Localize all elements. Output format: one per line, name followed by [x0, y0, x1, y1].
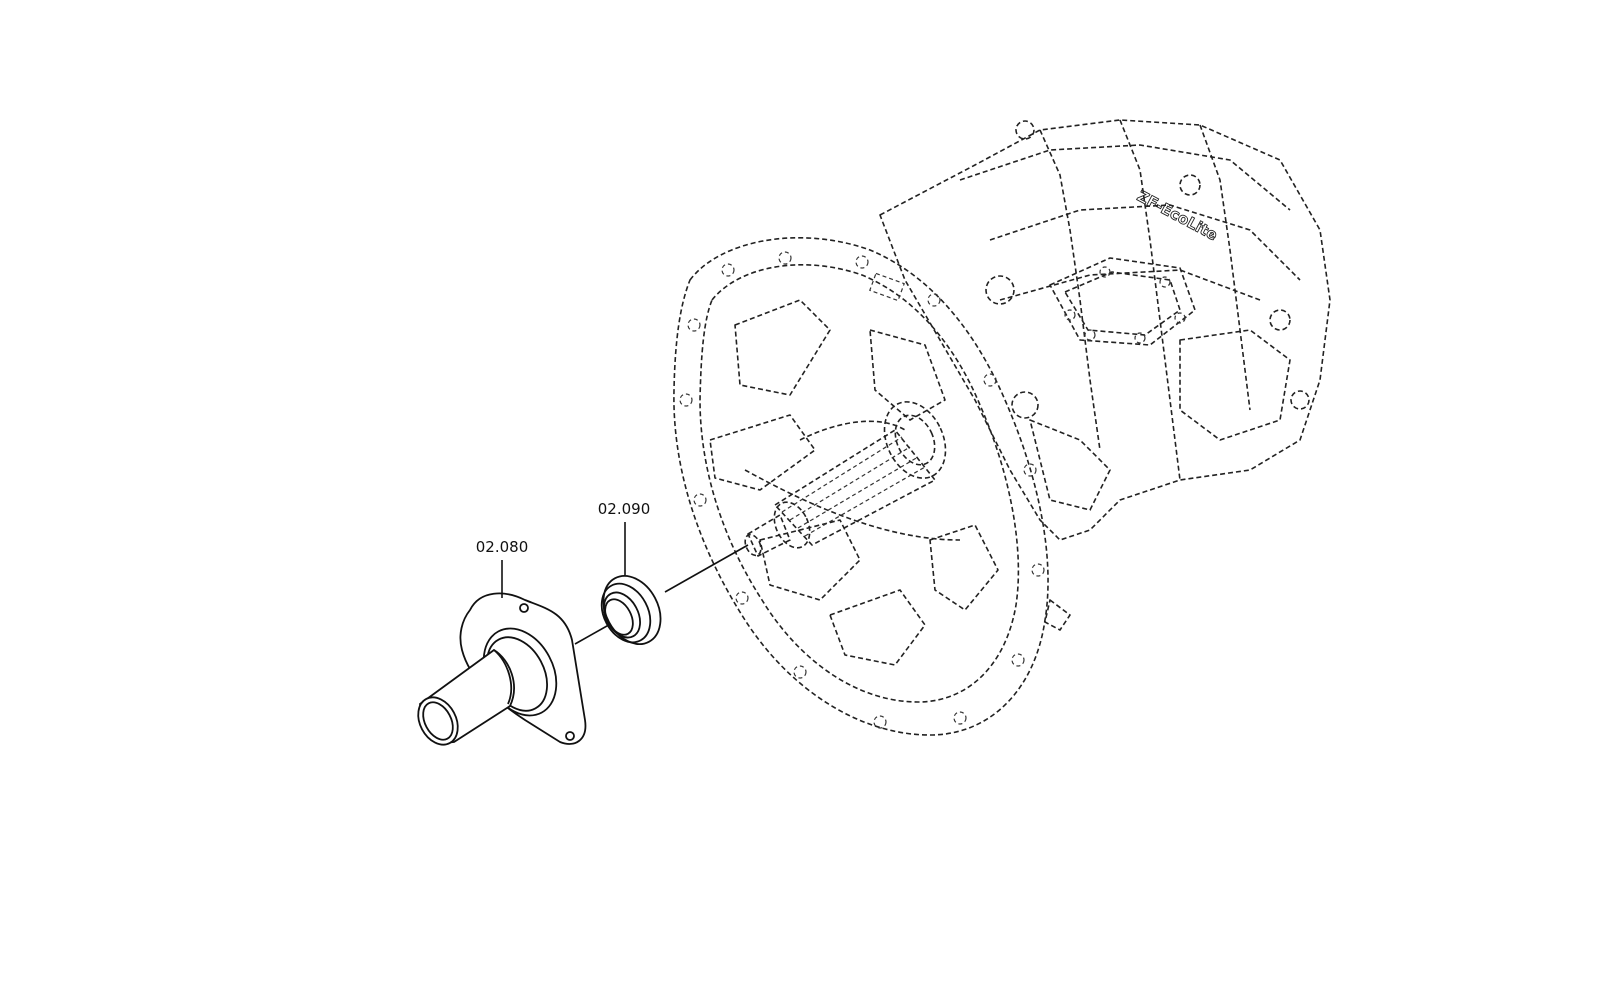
guide-sleeve-flange [417, 592, 587, 746]
callout-label-02-080: 02.080 [476, 538, 529, 556]
callout-02-080: 02.080 [476, 538, 529, 598]
shaft-seal-ring [600, 575, 662, 645]
input-shaft [744, 401, 947, 557]
callout-02-090: 02.090 [598, 500, 651, 575]
assembly-axis-line [664, 544, 749, 593]
gearbox-housing: ZF-EcoLite [673, 119, 1331, 736]
callout-label-02-090: 02.090 [598, 500, 651, 518]
